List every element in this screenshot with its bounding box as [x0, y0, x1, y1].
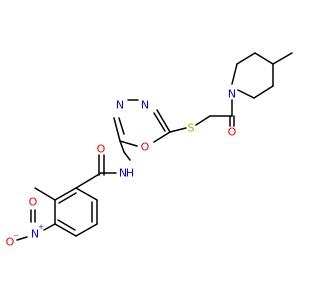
atom-piperidine-n: N	[228, 88, 236, 101]
nitro-o-charge: −	[13, 232, 19, 240]
atom-ketone-o: O	[228, 126, 237, 139]
s-methylene-bond	[195, 115, 211, 126]
methyl-bond	[34, 187, 56, 201]
molecule-structure: N H O N N O S O N N + O O −	[6, 52, 293, 249]
atom-oxadiazole-n1: N	[116, 99, 124, 112]
atom-amide-o: O	[97, 143, 106, 156]
n-methylene-bond	[123, 151, 131, 161]
atom-amide-n: N	[119, 167, 127, 180]
ring-s-bond	[169, 127, 187, 133]
atom-oxadiazole-o: O	[141, 141, 150, 154]
oxadiazole-ring	[113, 99, 171, 147]
ring-nitro-bond	[43, 223, 56, 231]
atom-nitro-o-minus: O	[6, 236, 15, 249]
ring-carbonyl-bond	[75, 172, 102, 189]
nitro-n-charge: +	[38, 223, 44, 231]
atom-oxadiazole-n2: N	[141, 99, 149, 112]
atom-amide-h: H	[126, 167, 134, 180]
nitro-o-single	[16, 236, 28, 241]
methylene-ring-bond	[119, 140, 125, 153]
piperidine-ring	[231, 52, 293, 99]
atom-nitro-n: N	[31, 228, 39, 241]
atom-thioether-s: S	[188, 122, 195, 135]
atom-nitro-o-top: O	[29, 196, 38, 209]
benzene-ring	[54, 187, 98, 237]
